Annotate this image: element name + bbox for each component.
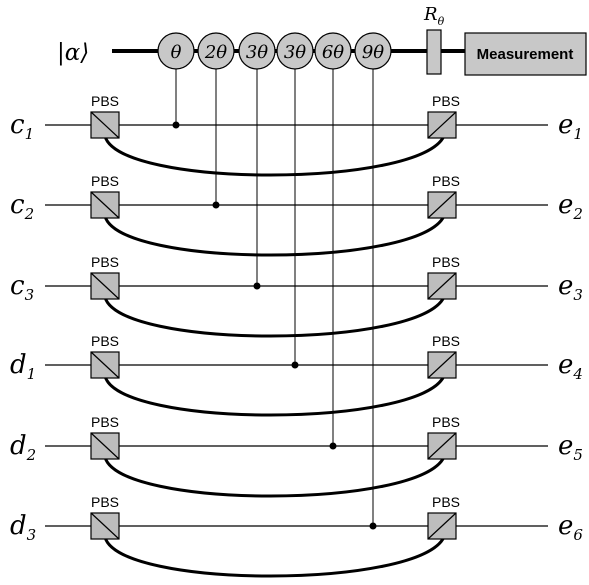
rail-2: PBS PBS c2 e2 (10, 173, 583, 257)
rail-4: PBS PBS d1 e4 (10, 333, 583, 417)
pbs-label: PBS (432, 93, 460, 109)
rail-output-label: e6 (558, 511, 583, 544)
control-dot (329, 442, 337, 450)
pbs-label: PBS (432, 414, 460, 430)
rail-input-label: c2 (10, 190, 34, 223)
control-dot (291, 361, 299, 369)
phase-gate-label: 6θ (322, 42, 344, 63)
rail-5: PBS PBS d2 e5 (10, 414, 583, 498)
pbs-label: PBS (432, 173, 460, 189)
phase-gate-label: θ (171, 42, 182, 63)
rail-input-label: c3 (10, 271, 34, 304)
control-dot (212, 201, 220, 209)
phase-gate-label: 3θ (246, 42, 268, 63)
rail-1: PBS PBS c1 e1 (10, 93, 583, 177)
rail-3: PBS PBS c3 e3 (10, 254, 583, 338)
rail-output-label: e5 (558, 431, 583, 464)
phase-gate-label: 2θ (204, 42, 227, 63)
rail-output-label: e4 (558, 350, 583, 383)
rail-output-label: e1 (558, 110, 583, 143)
pbs-label: PBS (91, 254, 119, 270)
rail-input-label: d1 (10, 350, 36, 383)
phase-gate-label: 9θ (362, 42, 384, 63)
control-dot (369, 522, 377, 530)
rail-input-label: c1 (10, 110, 34, 143)
rails: PBS PBS c1 e1 PBS PBS c2 e2 (10, 93, 583, 578)
control-dot (172, 121, 180, 129)
phase-gate-2: 2θ (197, 32, 235, 70)
pbs-label: PBS (432, 494, 460, 510)
phase-gate-4: 3θ (276, 32, 314, 70)
phase-gate-3: 3θ (238, 32, 276, 70)
pbs-label: PBS (91, 414, 119, 430)
pbs-label: PBS (432, 333, 460, 349)
rail-6: PBS PBS d3 e6 (10, 494, 583, 578)
input-ket-label: |α⟩ (57, 40, 89, 66)
phase-gate-6: 9θ (354, 32, 392, 70)
measurement-label: Measurement (477, 46, 574, 63)
phase-gate-label: 3θ (284, 42, 306, 63)
rotation-gate: Rθ (423, 4, 445, 75)
phase-gate-5: 6θ (314, 32, 352, 70)
rail-input-label: d3 (10, 511, 36, 544)
pbs-label: PBS (432, 254, 460, 270)
control-dot (253, 282, 261, 290)
rail-output-label: e3 (558, 271, 583, 304)
rail-output-label: e2 (558, 190, 583, 223)
pbs-label: PBS (91, 93, 119, 109)
control-lines (175, 51, 374, 526)
pbs-label: PBS (91, 173, 119, 189)
pbs-label: PBS (91, 333, 119, 349)
pbs-label: PBS (91, 494, 119, 510)
phase-gate-1: θ (157, 32, 195, 70)
rail-input-label: d2 (10, 431, 36, 464)
measurement-box: Measurement (464, 32, 587, 76)
rotation-label: Rθ (423, 4, 445, 28)
